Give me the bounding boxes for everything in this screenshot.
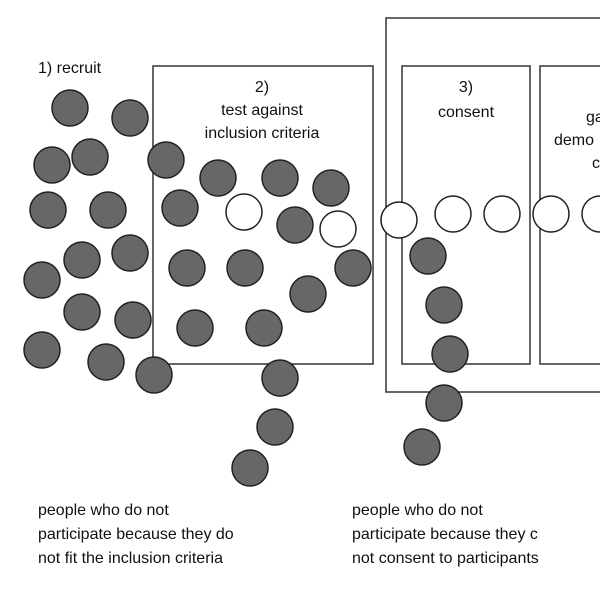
right-caption-line2: participate because they c — [352, 526, 538, 543]
person-circle — [87, 343, 125, 381]
left-caption-line2: participate because they do — [38, 526, 234, 543]
filled-people-group — [23, 89, 469, 487]
person-circle — [161, 189, 199, 227]
person-circle — [111, 234, 149, 272]
person-circle — [231, 449, 269, 487]
step4-label-line3: c — [592, 155, 600, 172]
participant-circle — [483, 195, 521, 233]
step1-label: 1) recruit — [38, 60, 102, 77]
person-circle — [23, 331, 61, 369]
person-circle — [51, 89, 89, 127]
person-circle — [63, 241, 101, 279]
person-circle — [409, 237, 447, 275]
person-circle — [29, 191, 67, 229]
step3-number: 3) — [459, 79, 473, 96]
person-circle — [289, 275, 327, 313]
person-circle — [425, 286, 463, 324]
person-circle — [245, 309, 283, 347]
step2-number: 2) — [255, 79, 269, 96]
person-circle — [63, 293, 101, 331]
person-circle — [199, 159, 237, 197]
participant-circle — [319, 210, 357, 248]
step4-label-line2: demo — [554, 132, 594, 149]
person-circle — [431, 335, 469, 373]
step4-label-line1: ga — [586, 109, 600, 126]
person-circle — [403, 428, 441, 466]
step3-label: consent — [438, 104, 495, 121]
person-circle — [168, 249, 206, 287]
person-circle — [276, 206, 314, 244]
person-circle — [147, 141, 185, 179]
person-circle — [261, 359, 299, 397]
person-circle — [226, 249, 264, 287]
participant-circle — [380, 201, 418, 239]
step2-label-line3: inclusion criteria — [205, 125, 320, 142]
person-circle — [256, 408, 294, 446]
participant-circle — [581, 195, 600, 233]
step2-label-line2: test against — [221, 102, 303, 119]
right-caption-line3: not consent to participants — [352, 550, 539, 567]
person-circle — [111, 99, 149, 137]
person-circle — [23, 261, 61, 299]
participant-circle — [434, 195, 472, 233]
person-circle — [114, 301, 152, 339]
participant-circle — [532, 195, 570, 233]
outer-consent-group-box — [385, 17, 600, 393]
person-circle — [33, 146, 71, 184]
person-circle — [334, 249, 372, 287]
person-circle — [71, 138, 109, 176]
participant-circle — [225, 193, 263, 231]
left-caption-line1: people who do not — [38, 502, 169, 519]
left-caption-line3: not fit the inclusion criteria — [38, 550, 223, 567]
inclusion-criteria-box — [152, 65, 374, 365]
person-circle — [89, 191, 127, 229]
person-circle — [176, 309, 214, 347]
person-circle — [261, 159, 299, 197]
right-caption-line1: people who do not — [352, 502, 483, 519]
person-circle — [425, 384, 463, 422]
open-people-group — [225, 193, 600, 248]
person-circle — [135, 356, 173, 394]
person-circle — [312, 169, 350, 207]
